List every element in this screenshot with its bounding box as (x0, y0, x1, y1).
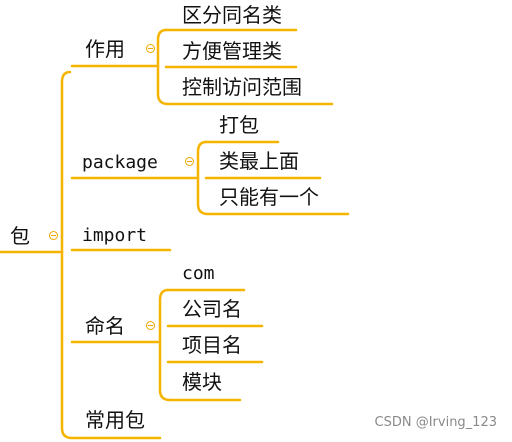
leaf-node[interactable]: 项目名 (182, 333, 242, 357)
leaf-node[interactable]: 区分同名类 (182, 3, 282, 27)
leaf-node[interactable]: 类最上面 (219, 149, 299, 173)
branch-node-import[interactable]: import (82, 225, 148, 246)
branch-node-usage[interactable]: 作用 (85, 37, 125, 61)
watermark: CSDN @Irving_123 (374, 415, 497, 430)
leaf-node[interactable]: com (182, 263, 215, 284)
branch-node-naming[interactable]: 命名 (85, 314, 125, 338)
collapse-toggle-icon[interactable] (49, 231, 58, 240)
leaf-node[interactable]: 打包 (219, 113, 259, 137)
collapse-toggle-icon[interactable] (146, 44, 155, 53)
leaf-node[interactable]: 控制访问范围 (182, 75, 302, 99)
branch-node-package[interactable]: package (82, 152, 158, 173)
leaf-node[interactable]: 模块 (182, 370, 222, 394)
leaf-node[interactable]: 方便管理类 (182, 39, 282, 63)
root-node[interactable]: 包 (10, 224, 30, 248)
leaf-node[interactable]: 公司名 (182, 297, 242, 321)
collapse-toggle-icon[interactable] (185, 157, 194, 166)
collapse-toggle-icon[interactable] (146, 321, 155, 330)
leaf-node[interactable]: 只能有一个 (219, 185, 319, 209)
branch-node-common-packages[interactable]: 常用包 (85, 408, 145, 432)
